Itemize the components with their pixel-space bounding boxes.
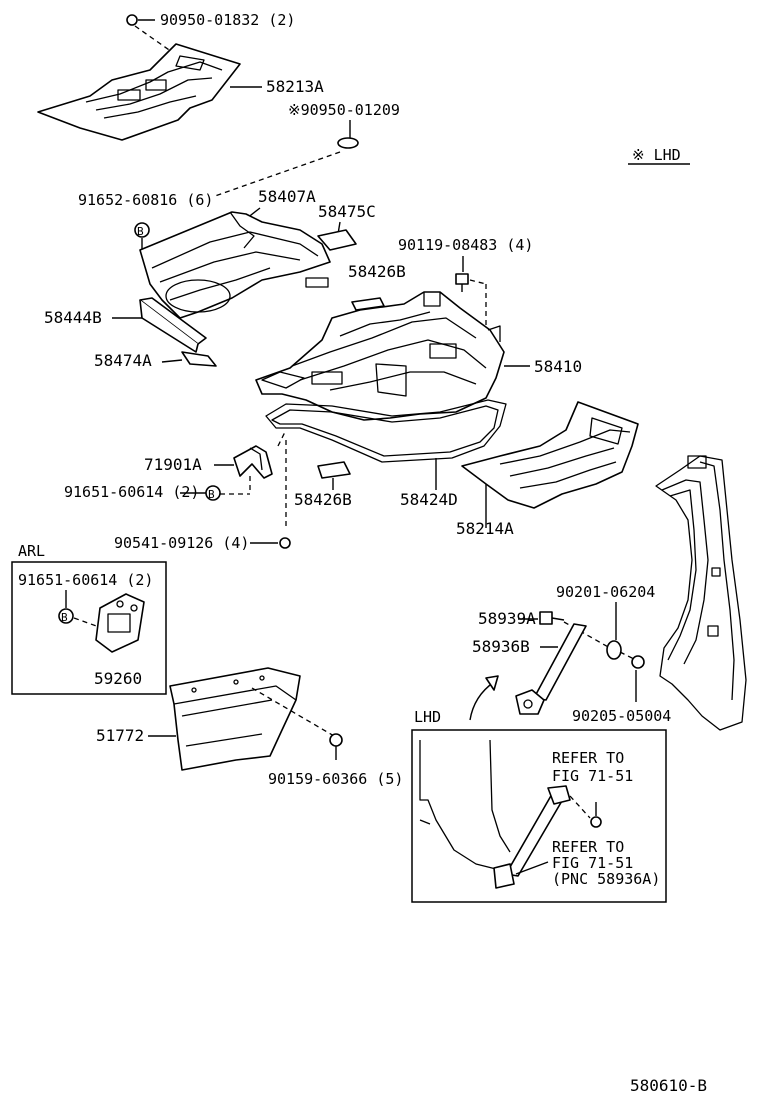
label-58407A: 58407A (258, 187, 316, 206)
leader-refer2 (515, 861, 549, 875)
part-59260-bracket (95, 593, 145, 653)
label-90950-01209: ※90950-01209 (288, 101, 400, 119)
label-refer2-line1: REFER TO (552, 838, 624, 856)
washer-90205-05004 (631, 655, 645, 669)
label-58214A: 58214A (456, 519, 514, 538)
label-58410: 58410 (534, 357, 582, 376)
figure-code: 580610-B (630, 1076, 707, 1095)
part-58426B-bottom (317, 461, 351, 479)
part-58213A-floor-pan (37, 43, 241, 141)
callout-b-91651-main: B (205, 485, 221, 501)
label-58444B: 58444B (44, 308, 102, 327)
callout-b-letter: B (208, 488, 215, 501)
part-58424D-frame-rail (265, 399, 507, 463)
dash-71901A-up (277, 429, 287, 447)
plug-90950-01209 (337, 137, 359, 149)
label-51772: 51772 (96, 726, 144, 745)
label-90159-60366: 90159-60366 (5) (268, 770, 403, 788)
part-58444B-bracket (139, 297, 207, 353)
bolt-90159-60366 (329, 733, 343, 760)
label-refer2-line3: (PNC 58936A) (552, 870, 660, 888)
label-58939A: 58939A (478, 609, 536, 628)
bolt-90119-08483 (455, 273, 469, 292)
label-arl-title: ARL (18, 542, 45, 560)
part-pillar-panel (655, 455, 747, 731)
label-58426B-bottom: 58426B (294, 490, 352, 509)
callout-b-letter: B (137, 225, 144, 238)
dash-plug-to-58407A (214, 151, 341, 197)
part-71901A-bracket (233, 445, 273, 479)
part-58410-floor (255, 291, 505, 421)
part-58214A-floor-pan (461, 401, 639, 509)
label-58474A: 58474A (94, 351, 152, 370)
label-58424D: 58424D (400, 490, 458, 509)
leader-90950-01832 (134, 25, 173, 53)
dash-lhd-bolt (569, 795, 591, 819)
part-58474A-plate (181, 351, 217, 367)
label-91651-60614-main: 91651-60614 (2) (64, 483, 199, 501)
lhd-detail-box (411, 729, 667, 903)
label-90541-09126: 90541-09126 (4) (114, 534, 249, 552)
dash-90119 (469, 279, 487, 285)
part-58407A-crossmember (139, 211, 331, 319)
label-90950-01832: 90950-01832 (2) (160, 11, 295, 29)
label-58936B: 58936B (472, 637, 530, 656)
label-58426B-top: 58426B (348, 262, 406, 281)
label-lhd-title: LHD (414, 708, 441, 726)
label-91651-60614-arl: 91651-60614 (2) (18, 571, 153, 589)
label-91652-60816: 91652-60816 (6) (78, 191, 213, 209)
bolt-lhd-refer (590, 802, 602, 828)
dash-90159 (251, 687, 335, 737)
part-51772-step (169, 667, 301, 771)
part-58936B-stay (515, 623, 587, 715)
label-59260: 59260 (94, 669, 142, 688)
washer-90201-06204 (606, 640, 622, 660)
arrow-to-lhd (469, 681, 495, 721)
dash-91651-arl (73, 617, 103, 629)
label-lhd-note: ※ LHD (632, 146, 681, 164)
lhd-body-outline (419, 739, 511, 871)
bolt-58939A (539, 611, 565, 625)
arrowhead-to-lhd (485, 675, 499, 691)
label-71901A: 71901A (144, 455, 202, 474)
part-58475C-bracket (317, 229, 357, 251)
callout-b-letter: B (61, 611, 68, 624)
leader-58474A (161, 359, 183, 363)
label-90205-05004: 90205-05004 (572, 707, 671, 725)
label-58213A: 58213A (266, 77, 324, 96)
callout-b-91652: B (134, 222, 150, 238)
label-58475C: 58475C (318, 202, 376, 221)
clip-90950-01832 (126, 14, 155, 26)
label-90201-06204: 90201-06204 (556, 583, 655, 601)
label-refer2-line2: FIG 71-51 (552, 854, 633, 872)
label-refer1-line2: FIG 71-51 (552, 767, 633, 785)
bolt-90541-09126 (279, 537, 291, 549)
arl-detail-box (11, 561, 167, 695)
label-90119-08483: 90119-08483 (4) (398, 236, 533, 254)
label-refer1-line1: REFER TO (552, 749, 624, 767)
dash-washers (619, 651, 637, 661)
callout-b-91651-arl: B (58, 608, 74, 624)
part-lhd-stay (493, 785, 571, 889)
